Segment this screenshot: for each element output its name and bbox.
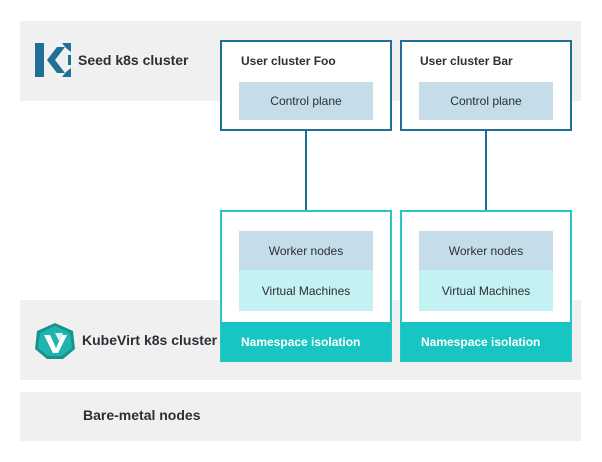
worker-nodes-bar: Worker nodes [419, 231, 553, 270]
user-cluster-bar-title: User cluster Bar [420, 54, 513, 68]
virtual-machines-bar: Virtual Machines [419, 270, 553, 311]
kubevirt-cluster-label: KubeVirt k8s cluster [82, 332, 218, 348]
bare-metal-band [20, 392, 581, 441]
namespace-isolation-foo: Namespace isolation [221, 322, 391, 361]
bare-metal-label: Bare-metal nodes [83, 407, 201, 423]
kubevirt-logo-icon [35, 323, 75, 359]
control-plane-bar: Control plane [419, 82, 553, 120]
kubermatic-logo-icon [35, 43, 71, 77]
worker-nodes-foo: Worker nodes [239, 231, 373, 270]
namespace-isolation-bar: Namespace isolation [401, 322, 571, 361]
seed-cluster-label: Seed k8s cluster [78, 52, 189, 68]
connector-bar [485, 131, 487, 210]
virtual-machines-foo: Virtual Machines [239, 270, 373, 311]
user-cluster-foo-title: User cluster Foo [241, 54, 336, 68]
connector-foo [305, 131, 307, 210]
control-plane-foo: Control plane [239, 82, 373, 120]
